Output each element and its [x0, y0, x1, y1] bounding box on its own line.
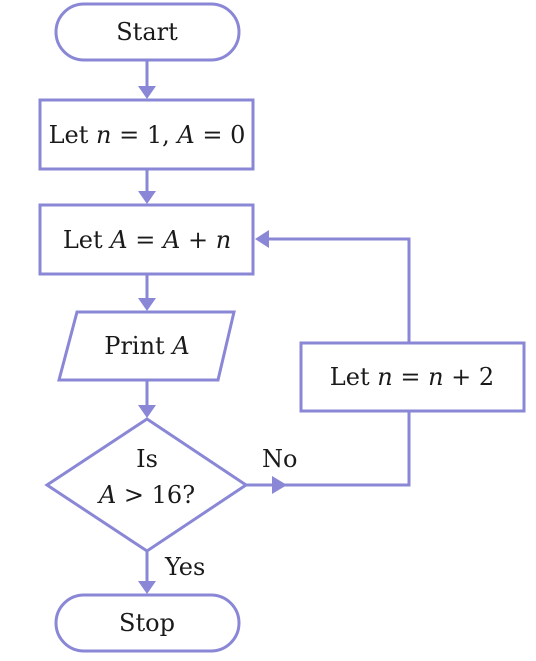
edge-print-to-decision — [138, 380, 156, 418]
decision-line2: A > 16? — [97, 481, 195, 509]
decision-diamond: Is A > 16? — [44, 417, 249, 553]
start-label: Start — [116, 18, 178, 46]
edge-init-to-accumulate — [138, 169, 156, 204]
increment-process: Let n = n + 2 — [299, 341, 526, 413]
edge-decision-to-increment — [246, 411, 411, 494]
print-label: Print A — [104, 332, 189, 360]
init-label: Let n = 1, A = 0 — [49, 121, 246, 149]
accumulate-label: Let A = A + n — [63, 226, 231, 254]
stop-terminal: Stop — [54, 593, 241, 653]
edge-accumulate-to-print — [138, 274, 156, 311]
start-terminal: Start — [54, 2, 241, 62]
decision-line1: Is — [136, 445, 158, 473]
edge-start-to-init — [138, 60, 156, 99]
yes-edge-label: Yes — [164, 553, 205, 581]
edge-decision-to-stop — [138, 551, 156, 594]
edge-increment-to-accumulate — [255, 230, 411, 343]
stop-label: Stop — [119, 609, 175, 637]
print-output: Print A — [57, 310, 236, 382]
increment-label: Let n = n + 2 — [330, 363, 494, 391]
init-process: Let n = 1, A = 0 — [38, 98, 255, 171]
no-edge-label: No — [262, 445, 297, 473]
accumulate-process: Let A = A + n — [38, 203, 255, 276]
